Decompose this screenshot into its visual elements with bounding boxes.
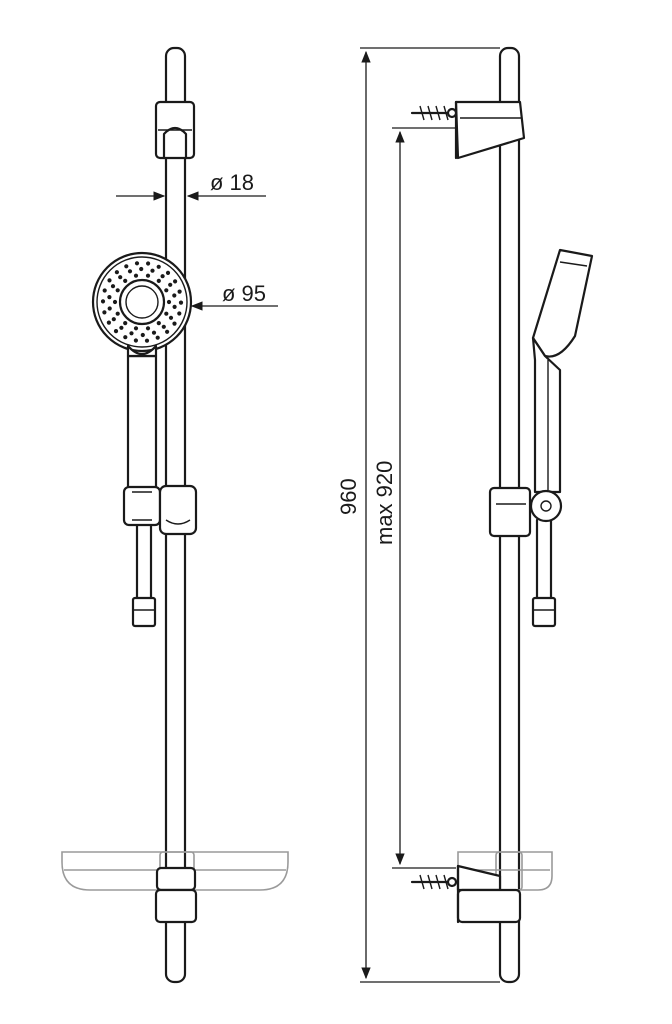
nozzle-dot bbox=[107, 306, 112, 311]
nozzle-dot bbox=[114, 270, 119, 275]
nozzle-dot bbox=[165, 329, 170, 334]
nozzle-dot bbox=[106, 320, 111, 325]
nozzle-dot bbox=[168, 282, 173, 287]
front-view bbox=[61, 46, 289, 984]
nozzle-dot bbox=[156, 321, 161, 326]
nozzle-dot bbox=[112, 299, 118, 305]
nozzle-dot bbox=[146, 261, 151, 266]
nozzle-dot bbox=[129, 331, 134, 336]
rail-diameter-label: ø 18 bbox=[210, 170, 254, 195]
nozzle-dot bbox=[118, 275, 123, 280]
nozzle-dot bbox=[145, 273, 151, 278]
side-top-screw bbox=[410, 105, 458, 121]
front-shower-handle bbox=[126, 354, 158, 490]
nozzle-dot bbox=[145, 326, 151, 331]
nozzle-dot bbox=[115, 311, 120, 316]
nozzle-dot bbox=[166, 299, 172, 305]
head-diameter-dimension: ø 95 bbox=[190, 281, 278, 311]
nozzle-dot bbox=[164, 311, 169, 316]
front-bottom-bracket bbox=[154, 866, 198, 924]
nozzle-dot bbox=[168, 315, 174, 320]
nozzle-dot bbox=[140, 332, 145, 338]
nozzle-dot bbox=[178, 300, 184, 305]
nozzle-dot bbox=[156, 264, 161, 269]
nozzle-dot bbox=[156, 278, 161, 283]
nozzle-dot bbox=[177, 311, 182, 316]
nozzle-dot bbox=[133, 338, 138, 343]
nozzle-dot bbox=[110, 284, 116, 289]
nozzle-dot bbox=[115, 288, 120, 293]
nozzle-dot bbox=[177, 289, 182, 294]
nozzle-dot bbox=[144, 338, 150, 343]
nozzle-dot bbox=[161, 324, 166, 329]
nozzle-dot bbox=[123, 321, 128, 326]
nozzle-dot bbox=[150, 268, 155, 273]
front-hose bbox=[131, 520, 157, 628]
nozzle-dot bbox=[133, 273, 139, 278]
nozzle-dot bbox=[173, 279, 178, 284]
nozzle-dot bbox=[107, 278, 112, 283]
side-shower bbox=[531, 248, 594, 494]
nozzle-dot bbox=[172, 293, 177, 298]
rail-diameter-dimension: ø 18 bbox=[116, 170, 266, 201]
front-shower-head bbox=[91, 251, 193, 358]
nozzle-dot bbox=[172, 304, 177, 309]
nozzle-dot bbox=[113, 329, 119, 334]
nozzle-dot bbox=[134, 261, 140, 266]
nozzle-dot bbox=[155, 335, 160, 340]
nozzle-dot bbox=[151, 330, 157, 335]
side-view bbox=[410, 46, 594, 984]
side-slider bbox=[488, 486, 563, 538]
nozzle-dot bbox=[160, 274, 165, 279]
total-height-dimension: 960 bbox=[336, 47, 500, 983]
nozzle-dot bbox=[102, 288, 107, 293]
front-top-bracket bbox=[154, 100, 196, 160]
nozzle-dot bbox=[139, 266, 144, 272]
head-diameter-label: ø 95 bbox=[222, 281, 266, 306]
nozzle-dot bbox=[100, 299, 106, 304]
mount-distance-dimension: max 920 bbox=[372, 127, 456, 869]
nozzle-dot bbox=[164, 288, 169, 293]
total-height-label: 960 bbox=[336, 478, 361, 515]
mount-distance-label: max 920 bbox=[372, 461, 397, 545]
nozzle-dot bbox=[133, 326, 139, 331]
nozzle-dot bbox=[107, 295, 112, 300]
nozzle-dot bbox=[127, 269, 133, 274]
nozzle-dot bbox=[123, 278, 128, 283]
nozzle-dot bbox=[172, 321, 177, 326]
nozzle-dot bbox=[119, 325, 124, 330]
side-bottom-screw bbox=[410, 874, 460, 890]
nozzle-dot bbox=[111, 317, 116, 322]
nozzle-dot bbox=[165, 270, 171, 275]
nozzle-dot bbox=[102, 310, 107, 315]
front-slider bbox=[122, 484, 198, 536]
nozzle-dot bbox=[124, 264, 129, 269]
side-hose bbox=[531, 518, 557, 628]
nozzle-dot bbox=[123, 335, 128, 340]
